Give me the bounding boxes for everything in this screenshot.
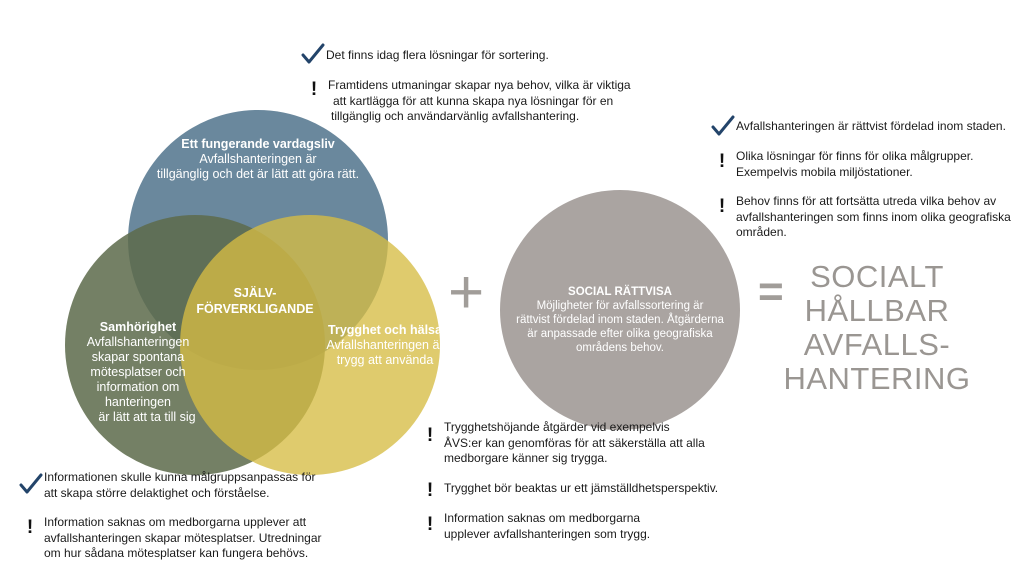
- note-right-warning: ! Behov finns för att fortsätta utreda v…: [710, 194, 1020, 241]
- note-text: Det finns idag flera lösningar för sorte…: [326, 48, 549, 62]
- note-text: Framtidens utmaningar skapar nya behov, …: [328, 78, 631, 92]
- samhorighet-line: hanteringen: [104, 395, 172, 409]
- note-text: Olika lösningar för finns för olika målg…: [736, 149, 974, 163]
- exclamation-icon: !: [26, 517, 34, 538]
- note-bottom-right-warning: ! Trygghet bör beaktas ur ett jämställdh…: [418, 480, 738, 501]
- exclamation-icon: !: [718, 151, 726, 172]
- note-bottom-right-warning: ! Trygghetshöjande åtgärder vid exempelv…: [418, 420, 728, 467]
- social-rattvisa-text: SOCIAL RÄTTVISA Möjligheter för avfallss…: [512, 285, 728, 355]
- trygghet-title: Trygghet och hälsa: [328, 323, 442, 337]
- note-text: Behov finns för att fortsätta utreda vil…: [736, 194, 997, 208]
- note-text: ÅVS:er kan genomföras för att säkerställ…: [444, 435, 705, 450]
- note-text: Trygghetshöjande åtgärder vid exempelvis: [444, 420, 670, 434]
- checkmark-icon: [710, 114, 735, 138]
- exclamation-icon: !: [426, 514, 434, 535]
- note-right-warning: ! Olika lösningar för finns för olika må…: [710, 149, 1020, 180]
- circle-social-rattvisa: [500, 190, 740, 430]
- trygghet-line: Avfallshanteringen är: [326, 338, 444, 352]
- center-line: FÖRVERKLIGANDE: [196, 302, 314, 316]
- note-text: att kartlägga för att kunna skapa nya lö…: [333, 93, 614, 108]
- note-text: Exempelvis mobila miljöstationer.: [736, 164, 913, 179]
- checkmark-icon: [300, 42, 325, 66]
- note-text: Information saknas om medborgarna upplev…: [44, 515, 307, 529]
- samhorighet-line: är lätt att ta till sig: [98, 410, 196, 424]
- note-text: områden.: [736, 225, 787, 239]
- vardagsliv-line: tillgänglig och det är lätt att göra rät…: [156, 167, 360, 181]
- note-bottom-left-warning: ! Information saknas om medborgarna uppl…: [18, 515, 348, 562]
- result-line: HANTERING: [783, 361, 971, 396]
- note-bottom-right-warning: ! Information saknas om medborgarna uppl…: [418, 511, 728, 542]
- vardagsliv-text: Ett fungerande vardagsliv Avfallshanteri…: [140, 137, 376, 182]
- checkmark-icon: [18, 472, 43, 496]
- social-rattvisa-line: områdens behov.: [575, 342, 664, 354]
- samhorighet-text: Samhörighet Avfallshanteringen skapar sp…: [68, 320, 208, 425]
- samhorighet-line: Avfallshanteringen: [86, 335, 190, 349]
- note-bottom-left-check: Informationen skulle kunna målgruppsanpa…: [18, 470, 338, 501]
- exclamation-icon: !: [718, 196, 726, 217]
- note-text: Informationen skulle kunna målgruppsanpa…: [44, 470, 316, 484]
- samhorighet-title: Samhörighet: [99, 320, 177, 334]
- note-text: tillgänglig och användarvänlig avfallsha…: [331, 109, 580, 123]
- social-rattvisa-line: rättvist fördelad inom staden. Åtgärdern…: [516, 314, 724, 326]
- exclamation-icon: !: [426, 480, 434, 501]
- note-text: upplever avfallshanteringen som trygg.: [444, 526, 651, 541]
- note-text: att skapa större delaktighet och förståe…: [44, 485, 270, 500]
- result-text: SOCIALT HÅLLBAR AVFALLS- HANTERING: [782, 260, 972, 396]
- result-line: SOCIALT: [810, 259, 944, 294]
- samhorighet-line: information om: [96, 380, 180, 394]
- note-text: Avfallshanteringen är rättvist fördelad …: [736, 119, 1006, 133]
- note-top-check: Det finns idag flera lösningar för sorte…: [300, 43, 600, 64]
- note-text: Information saknas om medborgarna: [444, 511, 641, 525]
- plus-sign: +: [448, 258, 485, 327]
- exclamation-icon: !: [426, 425, 434, 446]
- samhorighet-line: skapar spontana: [91, 350, 185, 364]
- note-text: om hur sådana mötesplatser kan fungera b…: [44, 546, 309, 560]
- circle-trygghet: [180, 215, 440, 475]
- center-text: SJÄLV- FÖRVERKLIGANDE: [190, 285, 320, 317]
- vardagsliv-line: Avfallshanteringen är: [199, 152, 317, 166]
- note-text: medborgare känner sig trygga.: [444, 451, 608, 465]
- result-line: AVFALLS-: [803, 327, 951, 362]
- center-line: SJÄLV-: [233, 286, 277, 300]
- note-right-check: Avfallshanteringen är rättvist fördelad …: [710, 115, 1020, 136]
- social-rattvisa-line: Möjligheter för avfallssortering är: [536, 300, 704, 312]
- vardagsliv-title: Ett fungerande vardagsliv: [181, 137, 335, 151]
- note-text: avfallshanteringen skapar mötesplatser. …: [44, 530, 322, 545]
- note-top-warning: ! Framtidens utmaningar skapar nya behov…: [302, 78, 642, 125]
- samhorighet-line: mötesplatser och: [90, 365, 186, 379]
- result-line: HÅLLBAR: [804, 293, 950, 328]
- social-rattvisa-title: SOCIAL RÄTTVISA: [568, 286, 672, 298]
- exclamation-icon: !: [310, 79, 318, 100]
- trygghet-text: Trygghet och hälsa Avfallshanteringen är…: [320, 323, 450, 368]
- equals-sign: =: [758, 267, 784, 316]
- trygghet-line: trygg att använda: [336, 353, 434, 367]
- social-rattvisa-line: är anpassade efter olika geografiska: [527, 328, 713, 340]
- note-text: Trygghet bör beaktas ur ett jämställdhet…: [444, 481, 719, 495]
- note-text: avfallshanteringen som finns inom olika …: [736, 209, 1011, 224]
